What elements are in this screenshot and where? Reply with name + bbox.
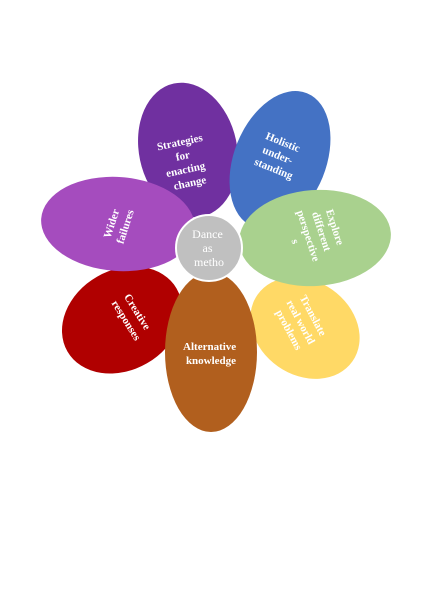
petal-explore-shape — [239, 189, 391, 287]
petal-explore-line-4: s — [289, 238, 302, 246]
petal-alternative-line-2: knowledge — [186, 355, 236, 367]
petal-alternative-label: Alternative knowledge — [183, 341, 239, 367]
petal-translate: Translate real world problems — [250, 277, 360, 379]
petal-creative: Creative responses — [61, 266, 183, 374]
center-line-2: as — [203, 241, 213, 255]
petal-creative-shape — [61, 266, 183, 374]
petal-strategies: Strategies for enacting change — [138, 82, 238, 218]
petal-alternative-shape — [165, 272, 257, 432]
petal-explore: Explore different perspective s — [239, 189, 391, 287]
petal-wider-shape — [41, 176, 195, 272]
center-circle — [175, 214, 243, 282]
center-line-3: metho — [194, 255, 224, 269]
center-line-1: Dance — [192, 227, 223, 241]
petal-strategies-shape — [138, 82, 238, 218]
center-node: Dance as metho — [175, 214, 243, 282]
petal-wider: Wider failures — [41, 176, 195, 272]
petal-alternative-line-1: Alternative — [183, 341, 236, 353]
petal-alternative: Alternative knowledge — [165, 272, 257, 432]
center-label: Dance as metho — [192, 227, 226, 269]
petal-strategies-line-2: for — [175, 149, 191, 164]
petal-translate-shape — [250, 277, 360, 379]
